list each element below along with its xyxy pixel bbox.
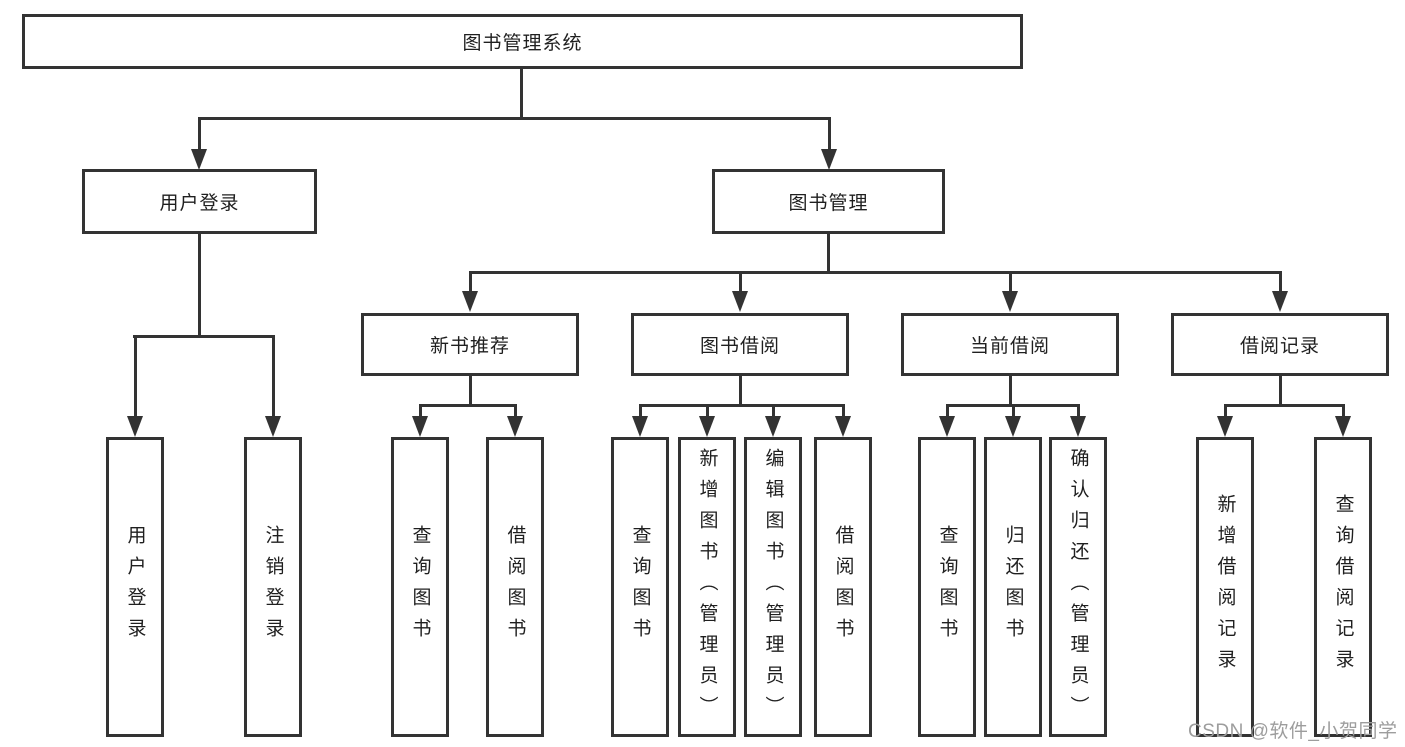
- box-edit-book-admin: 编辑图书（管理员）: [744, 437, 802, 737]
- arrow-down-icon: [191, 149, 207, 170]
- arrow-down-icon: [1272, 291, 1288, 312]
- arrow-down-icon: [462, 291, 478, 312]
- connector-drop-login: [134, 335, 137, 418]
- connector-user-login-rail: [133, 335, 275, 338]
- connector-root-stem: [520, 69, 523, 119]
- connector-drop: [842, 404, 845, 418]
- box-borrow-books-action-label: 借阅图书: [832, 525, 854, 649]
- box-user-login-label: 用户登录: [159, 193, 240, 214]
- arrow-down-icon: [1005, 416, 1021, 437]
- connector-book-mgmt-stem: [827, 234, 830, 274]
- box-query-books-borrow-label: 查询图书: [629, 525, 651, 649]
- box-confirm-return-admin-label: 确认归还（管理员）: [1067, 447, 1089, 727]
- arrow-down-icon: [127, 416, 143, 437]
- csdn-watermark: CSDN @软件_小贺同学: [1188, 721, 1398, 742]
- arrow-down-icon: [1335, 416, 1351, 437]
- box-edit-book-admin-label: 编辑图书（管理员）: [762, 447, 784, 727]
- connector-drop-logout: [272, 335, 275, 418]
- connector-drop-records: [1279, 271, 1282, 293]
- box-book-management: 图书管理: [712, 169, 945, 234]
- connector-drop: [946, 404, 949, 418]
- connector-drop-current: [1009, 271, 1012, 293]
- box-add-borrow-record: 新增借阅记录: [1196, 437, 1254, 737]
- box-borrow-books-recommend: 借阅图书: [486, 437, 544, 737]
- connector-new-book-stem: [469, 376, 472, 407]
- box-library-system: 图书管理系统: [22, 14, 1023, 69]
- box-query-borrow-record: 查询借阅记录: [1314, 437, 1372, 737]
- connector-drop-user-login: [198, 117, 201, 151]
- box-query-books-recommend-label: 查询图书: [409, 525, 431, 649]
- box-borrow-books-recommend-label: 借阅图书: [504, 525, 526, 649]
- arrow-down-icon: [835, 416, 851, 437]
- arrow-down-icon: [765, 416, 781, 437]
- box-borrow-records-label: 借阅记录: [1239, 336, 1320, 357]
- box-new-book-recommend-label: 新书推荐: [429, 336, 510, 357]
- connector-records-rail: [1224, 404, 1345, 407]
- box-query-books-current-label: 查询图书: [936, 525, 958, 649]
- connector-drop-book-mgmt: [828, 117, 831, 151]
- arrow-down-icon: [1070, 416, 1086, 437]
- box-borrow-records: 借阅记录: [1171, 313, 1389, 376]
- connector-drop: [706, 404, 709, 418]
- box-user-login-action: 用户登录: [106, 437, 164, 737]
- connector-user-login-stem: [198, 234, 201, 338]
- box-library-system-label: 图书管理系统: [462, 33, 583, 54]
- arrow-down-icon: [1002, 291, 1018, 312]
- box-return-book: 归还图书: [984, 437, 1042, 737]
- connector-drop: [1342, 404, 1345, 418]
- connector-drop: [639, 404, 642, 418]
- connector-book-borrow-stem: [739, 376, 742, 407]
- box-add-borrow-record-label: 新增借阅记录: [1214, 494, 1236, 680]
- box-query-borrow-record-label: 查询借阅记录: [1332, 494, 1354, 680]
- connector-current-stem: [1009, 376, 1012, 407]
- arrow-down-icon: [412, 416, 428, 437]
- arrow-down-icon: [939, 416, 955, 437]
- box-logout-action: 注销登录: [244, 437, 302, 737]
- connector-drop: [772, 404, 775, 418]
- box-query-books-borrow: 查询图书: [611, 437, 669, 737]
- box-current-borrow-label: 当前借阅: [969, 336, 1050, 357]
- box-book-management-label: 图书管理: [788, 193, 869, 214]
- connector-drop: [1224, 404, 1227, 418]
- box-current-borrow: 当前借阅: [901, 313, 1119, 376]
- arrow-down-icon: [265, 416, 281, 437]
- connector-drop-borrow: [739, 271, 742, 293]
- connector-drop: [1077, 404, 1080, 418]
- box-confirm-return-admin: 确认归还（管理员）: [1049, 437, 1107, 737]
- connector-book-borrow-rail: [639, 404, 845, 407]
- box-add-book-admin-label: 新增图书（管理员）: [696, 447, 718, 727]
- box-book-borrow-label: 图书借阅: [699, 336, 780, 357]
- box-new-book-recommend: 新书推荐: [361, 313, 579, 376]
- connector-drop: [419, 404, 422, 418]
- connector-drop: [1012, 404, 1015, 418]
- arrow-down-icon: [507, 416, 523, 437]
- connector-new-book-rail: [419, 404, 517, 407]
- box-borrow-books-action: 借阅图书: [814, 437, 872, 737]
- box-add-book-admin: 新增图书（管理员）: [678, 437, 736, 737]
- box-user-login-action-label: 用户登录: [124, 525, 146, 649]
- arrow-down-icon: [699, 416, 715, 437]
- connector-root-rail: [198, 117, 831, 120]
- connector-drop-new-book: [469, 271, 472, 293]
- arrow-down-icon: [821, 149, 837, 170]
- box-return-book-label: 归还图书: [1002, 525, 1024, 649]
- box-query-books-recommend: 查询图书: [391, 437, 449, 737]
- connector-records-stem: [1279, 376, 1282, 407]
- box-query-books-current: 查询图书: [918, 437, 976, 737]
- connector-drop: [514, 404, 517, 418]
- arrow-down-icon: [632, 416, 648, 437]
- box-book-borrow: 图书借阅: [631, 313, 849, 376]
- arrow-down-icon: [1217, 416, 1233, 437]
- arrow-down-icon: [732, 291, 748, 312]
- connector-book-mgmt-rail: [469, 271, 1282, 274]
- box-logout-action-label: 注销登录: [262, 525, 284, 649]
- box-user-login: 用户登录: [82, 169, 317, 234]
